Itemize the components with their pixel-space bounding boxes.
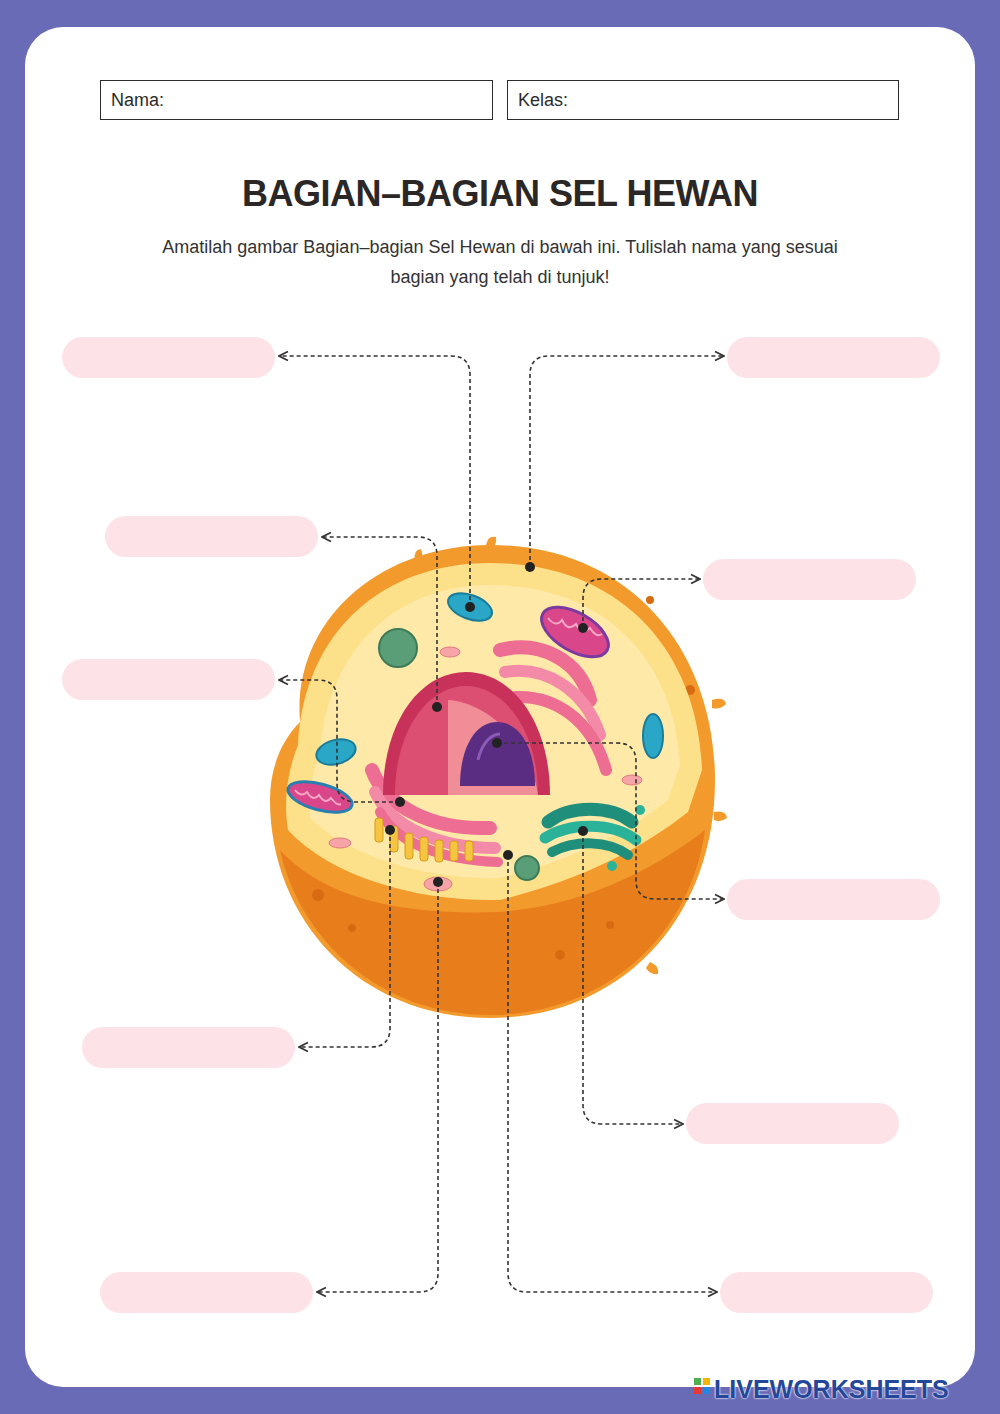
lysosome <box>440 647 460 657</box>
mitochondrion <box>285 776 355 818</box>
leader-dot <box>395 797 405 807</box>
leader-line <box>279 356 470 607</box>
field-label: Kelas: <box>518 90 568 111</box>
peroxisome <box>515 856 539 880</box>
leader-line <box>299 830 390 1047</box>
nucleus-cut <box>448 700 538 795</box>
leader-dot <box>465 602 475 612</box>
spot <box>646 596 654 604</box>
nucleolus <box>460 722 535 786</box>
animal-cell <box>270 537 727 1018</box>
cristae <box>295 790 341 804</box>
answer-pill <box>100 1272 313 1313</box>
field-label: Nama: <box>111 90 164 111</box>
spot <box>555 950 565 960</box>
nucleoplasm <box>395 686 538 795</box>
leader-line <box>508 855 717 1292</box>
nuclear-envelope <box>383 672 550 795</box>
cilium <box>712 699 726 709</box>
answer-pill <box>82 1027 295 1068</box>
answer-pill <box>686 1103 899 1144</box>
watermark-logo <box>694 1378 710 1394</box>
ribosome <box>405 833 413 859</box>
logo-square <box>694 1378 701 1385</box>
leader-line <box>530 356 724 567</box>
vacuole <box>314 735 359 769</box>
leader-line <box>583 831 683 1124</box>
instruction-text: Amatilah gambar Bagian–bagian Sel Hewan … <box>150 232 850 292</box>
spot <box>312 889 324 901</box>
lysosome <box>424 877 452 891</box>
golgi-vesicle <box>607 861 617 871</box>
leader-line <box>583 579 700 628</box>
leader-dot <box>432 702 442 712</box>
ribosome <box>450 841 458 861</box>
leader-dot <box>433 877 443 887</box>
lysosome <box>622 775 642 785</box>
vacuole <box>444 588 495 626</box>
answer-pill <box>62 659 275 700</box>
ribosome <box>420 837 428 861</box>
leader-line <box>279 680 400 802</box>
worksheet-title: BAGIAN–BAGIAN SEL HEWAN <box>0 173 1000 215</box>
watermark: LIVEWORKSHEETS <box>714 1373 994 1405</box>
leader-dot <box>578 623 588 633</box>
answer-pill <box>720 1272 933 1313</box>
golgi-cisterna <box>552 843 628 855</box>
logo-square <box>694 1387 701 1394</box>
logo-square <box>703 1378 710 1385</box>
name-field: Kelas: <box>507 80 899 120</box>
name-field: Nama: <box>100 80 493 120</box>
golgi-apparatus <box>545 805 645 871</box>
ribosome <box>435 840 443 862</box>
leader-lines <box>279 356 724 1292</box>
cytoplasm <box>286 563 702 900</box>
peroxisome <box>379 629 417 667</box>
answer-pills <box>62 337 940 1313</box>
nucleus <box>383 672 550 795</box>
cytoplasm-light <box>309 585 680 878</box>
leader-dot <box>525 562 535 572</box>
sheet-card <box>25 27 975 1387</box>
spot <box>348 924 356 932</box>
answer-pill <box>727 879 940 920</box>
leader-dot <box>492 738 502 748</box>
golgi-cisterna <box>545 826 636 840</box>
ribosome <box>375 818 383 842</box>
cilium <box>714 812 727 822</box>
answer-pill <box>727 337 940 378</box>
leader-line <box>317 882 438 1292</box>
cristae <box>548 618 602 635</box>
answer-pill <box>62 337 275 378</box>
leader-dots <box>385 562 588 887</box>
leader-dot <box>578 826 588 836</box>
logo-square <box>703 1387 710 1394</box>
vacuole <box>643 714 663 758</box>
lysosome <box>329 838 351 848</box>
answer-pill <box>703 559 916 600</box>
leader-line <box>497 743 724 899</box>
spot <box>606 921 614 929</box>
mitochondria <box>285 597 617 818</box>
answer-pill <box>105 516 318 557</box>
golgi-cisterna <box>548 809 632 822</box>
cilium <box>646 962 658 974</box>
leader-dot <box>385 825 395 835</box>
lysosomes <box>329 647 642 891</box>
leader-dot <box>503 850 513 860</box>
er-fold <box>380 812 498 862</box>
ribosome <box>465 841 473 861</box>
leader-line <box>322 537 437 707</box>
cell-membrane <box>270 545 715 1018</box>
